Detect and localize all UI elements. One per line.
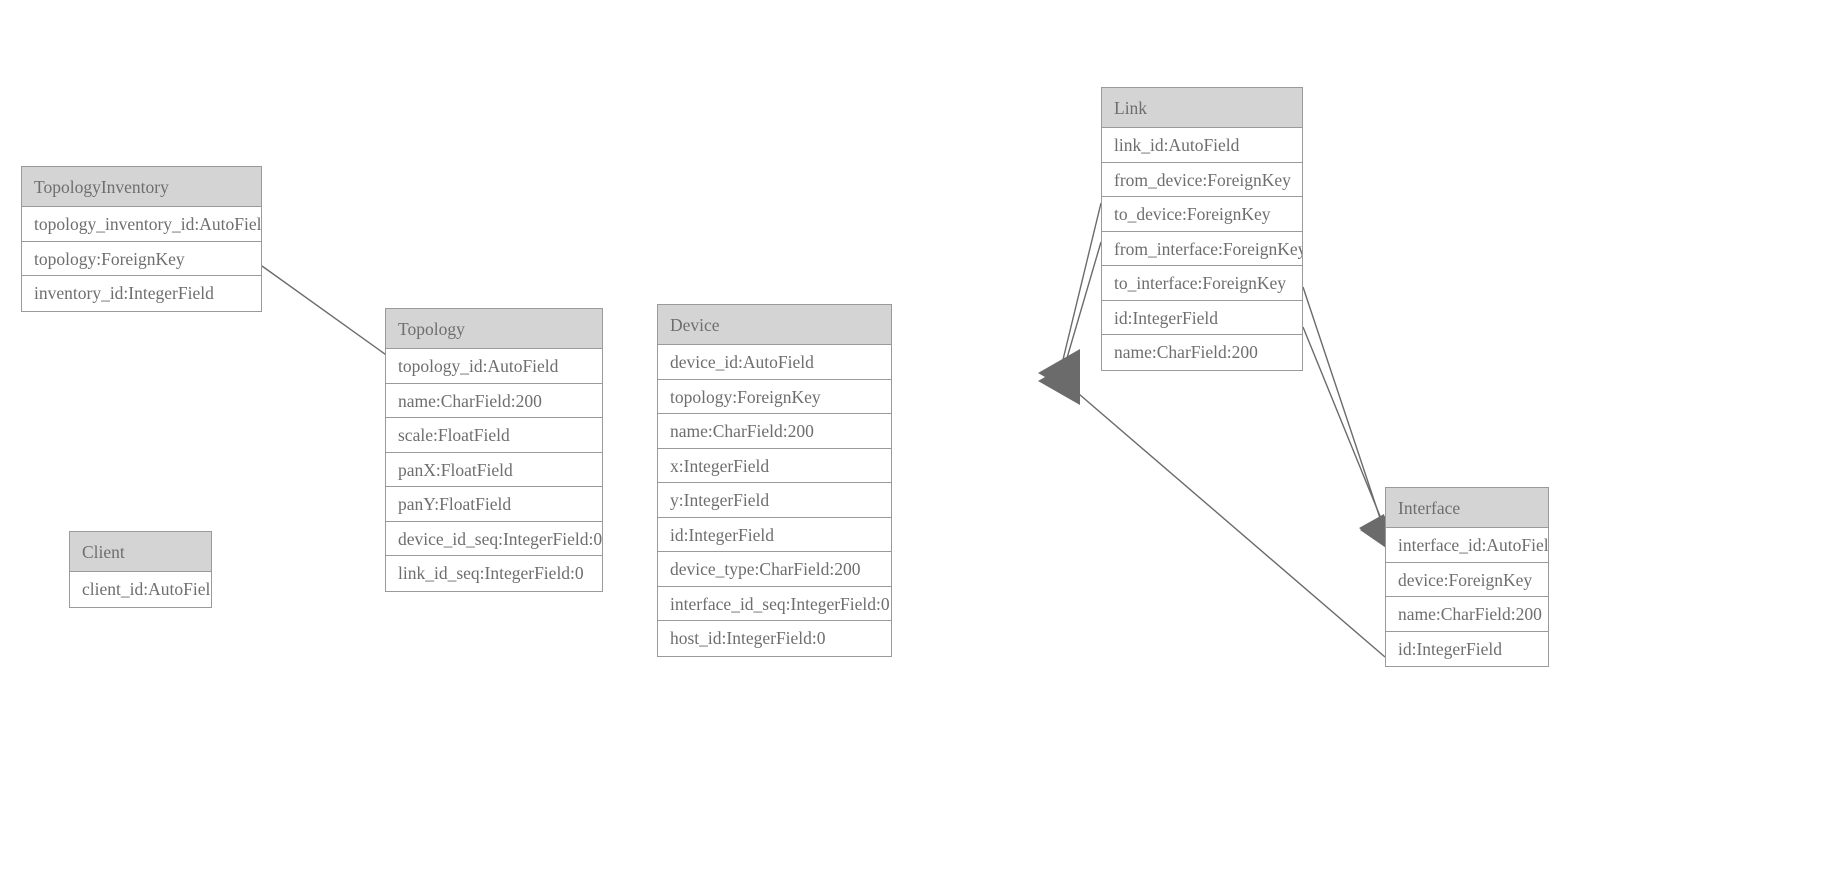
field-topology-device-id-seq: device_id_seq:IntegerField:0 <box>386 521 602 556</box>
entity-title-link: Link <box>1102 88 1302 128</box>
field-topology-pany: panY:FloatField <box>386 487 602 522</box>
entity-title-topologyinventory: TopologyInventory <box>22 167 261 207</box>
field-interface-id-int: id:IntegerField <box>1386 631 1548 666</box>
entity-device[interactable]: Device device_id:AutoField topology:Fore… <box>657 304 892 657</box>
entity-client[interactable]: Client client_id:AutoField <box>69 531 212 608</box>
field-topology-fk: topology:ForeignKey <box>22 241 261 276</box>
field-interface-id: interface_id:AutoField <box>1386 528 1548 563</box>
field-link-name: name:CharField:200 <box>1102 335 1302 370</box>
arrowhead-device-right <box>1038 349 1080 405</box>
field-link-from-interface: from_interface:ForeignKey <box>1102 231 1302 266</box>
edge-link-from-device <box>1059 202 1102 373</box>
field-topology-scale: scale:FloatField <box>386 418 602 453</box>
entity-interface[interactable]: Interface interface_id:AutoField device:… <box>1385 487 1549 667</box>
field-device-x: x:IntegerField <box>658 448 891 483</box>
edge-link-to-device <box>1061 241 1102 376</box>
entity-title-interface: Interface <box>1386 488 1548 528</box>
field-link-id: link_id:AutoField <box>1102 128 1302 163</box>
edge-interface-device <box>1064 381 1386 658</box>
field-device-type: device_type:CharField:200 <box>658 552 891 587</box>
field-link-id-int: id:IntegerField <box>1102 300 1302 335</box>
field-device-id-int: id:IntegerField <box>658 517 891 552</box>
field-device-y: y:IntegerField <box>658 483 891 518</box>
field-device-host-id: host_id:IntegerField:0 <box>658 621 891 656</box>
entity-title-device: Device <box>658 305 891 345</box>
field-interface-name: name:CharField:200 <box>1386 597 1548 632</box>
field-link-to-interface: to_interface:ForeignKey <box>1102 266 1302 301</box>
entity-topologyinventory[interactable]: TopologyInventory topology_inventory_id:… <box>21 166 262 312</box>
field-device-topology-fk: topology:ForeignKey <box>658 379 891 414</box>
edge-link-to-interface <box>1302 326 1394 549</box>
field-inventory-id: inventory_id:IntegerField <box>22 276 261 311</box>
field-link-from-device: from_device:ForeignKey <box>1102 162 1302 197</box>
field-device-id: device_id:AutoField <box>658 345 891 380</box>
field-topology-id: topology_id:AutoField <box>386 349 602 384</box>
field-interface-device-fk: device:ForeignKey <box>1386 562 1548 597</box>
field-client-id: client_id:AutoField <box>70 572 211 607</box>
entity-title-topology: Topology <box>386 309 602 349</box>
field-device-name: name:CharField:200 <box>658 414 891 449</box>
edge-link-from-interface <box>1302 286 1390 546</box>
field-topology-link-id-seq: link_id_seq:IntegerField:0 <box>386 556 602 591</box>
field-topology-panx: panX:FloatField <box>386 452 602 487</box>
entity-link[interactable]: Link link_id:AutoField from_device:Forei… <box>1101 87 1303 371</box>
entity-title-client: Client <box>70 532 211 572</box>
entity-topology[interactable]: Topology topology_id:AutoField name:Char… <box>385 308 603 592</box>
field-topology-name: name:CharField:200 <box>386 383 602 418</box>
field-topology-inventory-id: topology_inventory_id:AutoField <box>22 207 261 242</box>
field-link-to-device: to_device:ForeignKey <box>1102 197 1302 232</box>
field-device-interface-id-seq: interface_id_seq:IntegerField:0 <box>658 586 891 621</box>
